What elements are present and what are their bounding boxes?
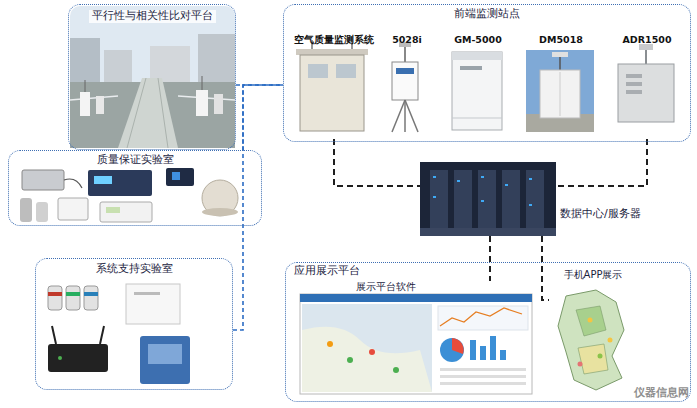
device-box: ADR1500	[607, 27, 687, 139]
quality-lab-devices	[20, 168, 238, 222]
analyzer-adr1500	[618, 44, 674, 122]
node-label: 手机APP展示	[564, 269, 623, 281]
node-label: 展示平台软件	[356, 281, 416, 293]
panel-title: 平行性与相关性比对平台	[89, 10, 216, 23]
software-box: 展示平台软件	[299, 281, 536, 397]
server-room	[420, 162, 556, 236]
watermark: 仪器信息网	[634, 386, 689, 399]
lab-panel: 质量保证实验室	[8, 150, 262, 226]
dashed-connector	[489, 236, 491, 281]
support-lab-devices	[48, 284, 190, 384]
server-box: 数据中心/服务器	[420, 162, 556, 236]
panel-title: 前端监测站点	[454, 8, 520, 21]
analyzer-5028i	[392, 42, 418, 132]
station-dm5018	[526, 50, 594, 132]
phone-map	[558, 290, 624, 390]
device-box: GM-5000	[441, 27, 515, 139]
panel-title: 应用展示平台	[294, 265, 360, 278]
station-panel: 前端监测站点空气质量监测系统 5028i GM-5000 DM5018 ADR1500	[283, 4, 691, 142]
rooftop-photo	[70, 6, 235, 148]
node-label: DM5018	[539, 35, 583, 46]
node-label: 空气质量监测系统	[294, 35, 374, 46]
monitoring-cabinet	[296, 36, 368, 131]
platform-panel: 平行性与相关性比对平台	[68, 4, 236, 150]
node-label: ADR1500	[623, 35, 672, 46]
watermark-box: 仪器信息网	[634, 381, 689, 400]
device-box: 空气质量监测系统	[289, 27, 379, 139]
dashed-connector	[556, 139, 647, 186]
panel-title: 质量保证实验室	[97, 154, 174, 167]
device-box: 5028i	[381, 27, 433, 139]
dashed-connector	[233, 85, 283, 330]
dashboard-screenshot	[300, 294, 532, 394]
dashed-connector	[243, 85, 283, 150]
node-label: 5028i	[392, 35, 422, 46]
device-box: DM5018	[523, 27, 599, 139]
app-panel: 应用展示平台展示平台软件 手机APP展示	[285, 262, 691, 402]
node-label: GM-5000	[454, 35, 502, 46]
dashed-connector	[334, 139, 420, 186]
analyzer-gm5000	[452, 52, 502, 130]
dashed-connector	[542, 236, 549, 300]
panel-title: 系统支持实验室	[96, 263, 173, 276]
app-box: 手机APP展示	[549, 267, 637, 397]
lab-panel: 系统支持实验室	[35, 258, 233, 390]
node-label: 数据中心/服务器	[560, 208, 641, 221]
